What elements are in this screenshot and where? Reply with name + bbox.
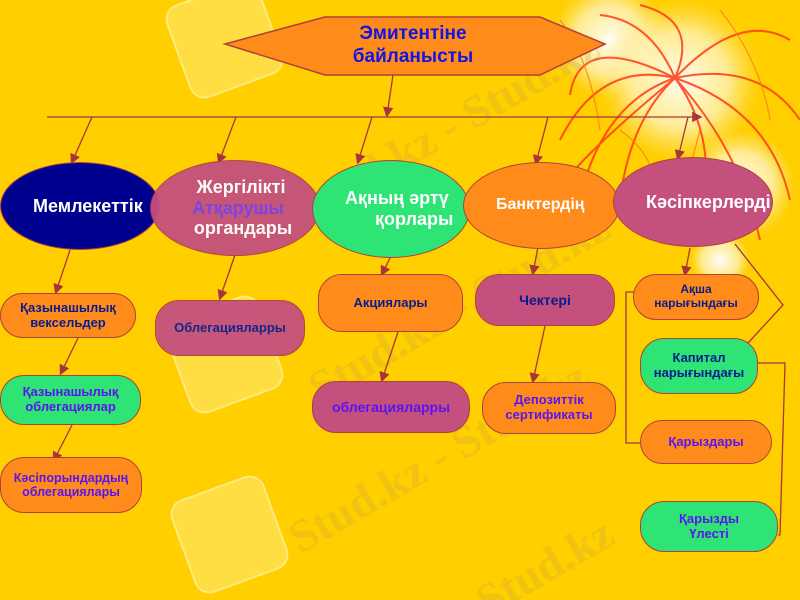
item-local-bonds[interactable]: Облегацияларры (155, 300, 305, 356)
item-debt-share[interactable]: Қарызды Үлесті (640, 501, 778, 552)
category-state[interactable]: Мемлекеттік (0, 162, 160, 250)
item-deposit-certificates-line1: Депозиттік (514, 392, 584, 408)
item-enterprise-bonds[interactable]: Кәсіпорындардың облегациялары (0, 457, 142, 513)
category-funds-line1: Ақның әртү (345, 188, 449, 209)
item-capital-market-line1: Капитал (672, 350, 726, 366)
root-line1: Эмитентіне (359, 23, 467, 45)
item-capital-market[interactable]: Капитал нарығындағы (640, 338, 758, 394)
category-banks-label: Банктердің (496, 196, 585, 214)
root-node: Эмитентіне байланысты (278, 17, 548, 75)
item-money-market-line2: нарығындағы (654, 296, 738, 310)
item-deposit-certificates[interactable]: Депозиттік сертификаты (482, 382, 616, 434)
root-line2: байланысты (352, 46, 474, 67)
category-funds[interactable]: Ақның әртү қорлары (312, 160, 470, 258)
category-local-line2: Атқарушы (192, 197, 284, 218)
item-enterprise-bonds-line1: Кәсіпорындардың (13, 470, 129, 485)
category-local-line1: Жергілікті (196, 176, 286, 197)
item-capital-market-line2: нарығындағы (653, 365, 745, 380)
item-debts[interactable]: Қарыздары (640, 420, 772, 464)
category-banks[interactable]: Банктердің (463, 162, 620, 249)
item-checks-label: Чектері (519, 291, 571, 308)
item-treasury-bonds-line1: Қазынашылық (22, 384, 119, 400)
item-debt-share-line2: Үлесті (689, 525, 729, 541)
item-treasury-bonds[interactable]: Қазынашылық облегациялар (0, 375, 141, 425)
item-money-market[interactable]: Ақша нарығындағы (633, 274, 759, 320)
item-checks[interactable]: Чектері (475, 274, 615, 326)
item-money-market-line1: Ақша (680, 282, 712, 297)
item-shares[interactable]: Акциялары (318, 274, 463, 332)
category-local[interactable]: Жергілікті Атқарушы органдары (150, 160, 320, 256)
item-treasury-bonds-line2: облегациялар (25, 399, 116, 414)
item-deposit-certificates-line2: сертификаты (505, 407, 593, 422)
item-fund-bonds-label: облегацияларры (331, 398, 451, 415)
item-treasury-bills-line1: Қазынашылық (20, 299, 116, 315)
category-entrepreneurs-label: Кәсіпкерлерді (646, 191, 771, 212)
item-enterprise-bonds-line2: облегациялары (22, 485, 120, 499)
category-entrepreneurs[interactable]: Кәсіпкерлерді (613, 157, 773, 247)
item-debt-share-line1: Қарызды (678, 510, 740, 526)
category-state-label: Мемлекеттік (33, 196, 143, 216)
category-funds-line2: қорлары (375, 209, 454, 229)
item-debts-label: Қарыздары (668, 433, 744, 449)
item-treasury-bills[interactable]: Қазынашылық вексельдер (0, 293, 136, 338)
item-treasury-bills-line2: вексельдер (30, 314, 106, 330)
item-shares-label: Акциялары (353, 294, 428, 310)
category-local-line3: органдары (193, 218, 293, 239)
item-local-bonds-label: Облегацияларры (174, 319, 286, 335)
item-fund-bonds[interactable]: облегацияларры (312, 381, 470, 433)
